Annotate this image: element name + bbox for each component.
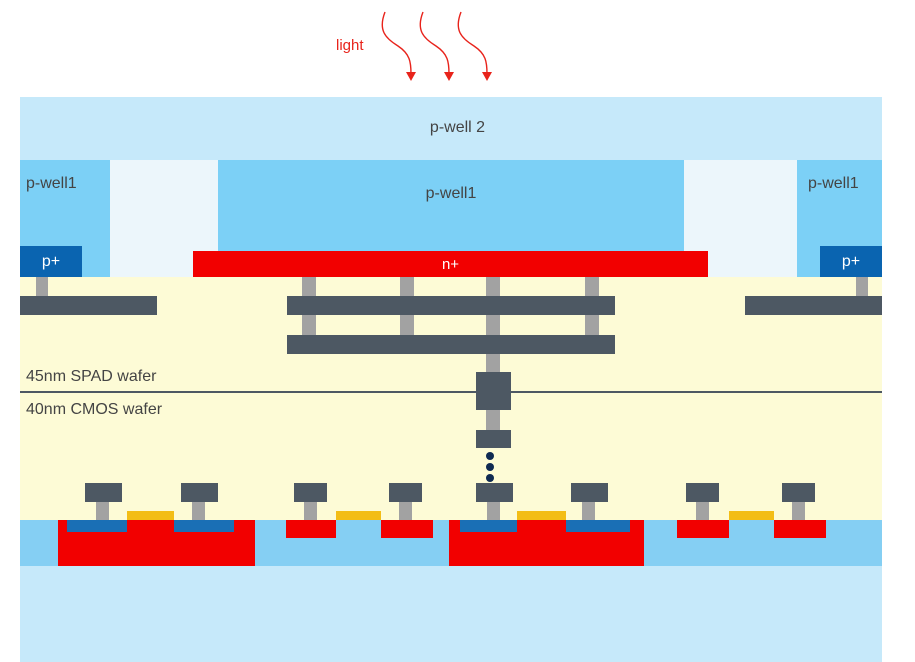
contact-metal-4b <box>782 483 815 502</box>
p-plus-right-region <box>820 246 882 277</box>
via-m0-4 <box>585 277 599 296</box>
contact-via-1b <box>192 502 205 520</box>
contact-metal-1a <box>85 483 122 502</box>
contact-via-3a <box>487 502 500 520</box>
contact-metal-3a <box>476 483 513 502</box>
diffusion-4a <box>677 520 729 538</box>
p-well1-center-label: p-well1 <box>425 185 477 202</box>
ldd-1b <box>174 520 234 532</box>
gate-1 <box>127 511 174 520</box>
dielectric-stack <box>20 277 882 520</box>
bonding-interface-line <box>20 391 882 393</box>
continuation-dot-3 <box>486 474 494 482</box>
diffusion-2a <box>286 520 336 538</box>
ldd-3a <box>460 520 517 532</box>
via-m1-3 <box>486 315 500 335</box>
metal-1-line <box>287 296 615 315</box>
bond-pad-bottom <box>476 392 511 410</box>
ldd-3b <box>566 520 630 532</box>
via-cmos-top <box>486 410 500 430</box>
via-m1-2 <box>400 315 414 335</box>
via-m0-2 <box>400 277 414 296</box>
light-arrow-2 <box>419 11 450 75</box>
contact-via-4b <box>792 502 805 520</box>
contact-via-1a <box>96 502 109 520</box>
light-arrows <box>381 11 492 81</box>
light-arrowhead-3 <box>482 72 492 81</box>
via-right-contact <box>856 277 868 296</box>
contact-via-2a <box>304 502 317 520</box>
light-arrowhead-2 <box>444 72 454 81</box>
cmos-wafer-label: 40nm CMOS wafer <box>26 401 163 418</box>
p-well-2-region <box>20 97 882 160</box>
gate-2 <box>336 511 381 520</box>
gate-4 <box>729 511 774 520</box>
light-label: light <box>336 37 364 54</box>
light-arrow-3 <box>457 11 488 75</box>
contact-via-2b <box>399 502 412 520</box>
n-plus-label: n+ <box>441 256 460 273</box>
p-well1-right-label: p-well1 <box>808 175 859 192</box>
via-m0-1 <box>302 277 316 296</box>
bond-pad-top <box>476 372 511 392</box>
via-m2 <box>486 354 500 372</box>
p-plus-left-region <box>20 246 82 277</box>
contact-metal-2a <box>294 483 327 502</box>
metal-left-line <box>20 296 157 315</box>
contact-metal-3b <box>571 483 608 502</box>
via-left-contact <box>36 277 48 296</box>
p-plus-left-label: p+ <box>41 253 61 270</box>
light-arrow-1 <box>381 11 412 75</box>
via-m1-4 <box>585 315 599 335</box>
p-well1-left-label: p-well1 <box>26 175 77 192</box>
spad-wafer-label: 45nm SPAD wafer <box>26 368 157 385</box>
contact-via-3b <box>582 502 595 520</box>
n-plus-region <box>193 251 708 277</box>
p-plus-right-label: p+ <box>841 253 861 270</box>
contact-via-4a <box>696 502 709 520</box>
p-well-2-label: p-well 2 <box>429 119 486 136</box>
light-arrow-heads <box>406 72 492 81</box>
contact-metal-2b <box>389 483 422 502</box>
gate-3 <box>517 511 566 520</box>
via-m1-1 <box>302 315 316 335</box>
ldd-1a <box>67 520 127 532</box>
continuation-dot-2 <box>486 463 494 471</box>
via-m0-3 <box>486 277 500 296</box>
light-arrow-strokes <box>381 11 488 75</box>
contact-metal-1b <box>181 483 218 502</box>
light-arrowhead-1 <box>406 72 416 81</box>
contact-metal-4a <box>686 483 719 502</box>
diffusion-2b <box>381 520 433 538</box>
continuation-dot-1 <box>486 452 494 460</box>
cmos-metal-pad <box>476 430 511 448</box>
diffusion-4b <box>774 520 826 538</box>
metal-2-line <box>287 335 615 354</box>
metal-right-line <box>745 296 882 315</box>
